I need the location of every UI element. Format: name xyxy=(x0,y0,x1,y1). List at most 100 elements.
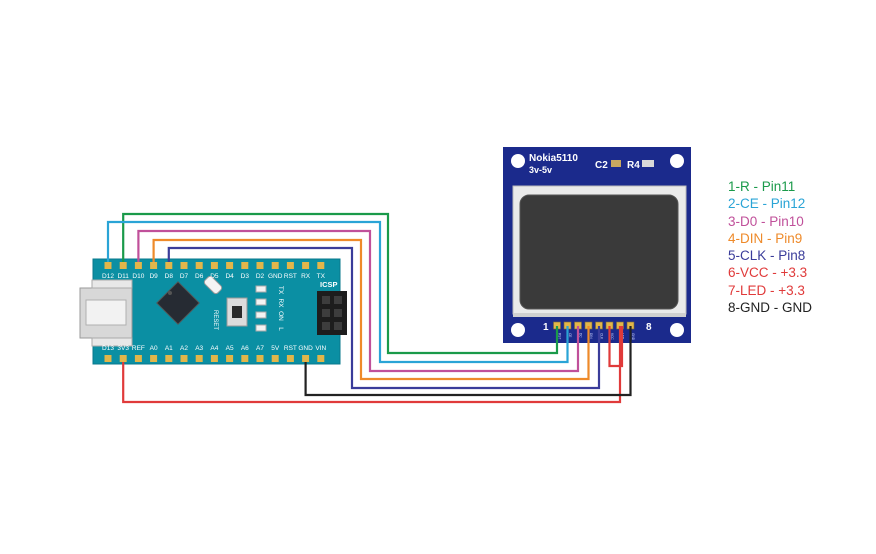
icsp-label: ICSP xyxy=(320,280,338,289)
header-pin xyxy=(150,355,158,362)
header-pin xyxy=(210,262,218,269)
mount-hole xyxy=(511,154,525,168)
mount-hole xyxy=(670,323,684,337)
header-pin xyxy=(195,355,203,362)
led-label: L xyxy=(277,327,284,331)
usb-connector xyxy=(79,279,133,347)
header-pin xyxy=(286,355,294,362)
top-pin-label: D11 xyxy=(117,273,129,280)
lcd-pin-mark: VCC xyxy=(610,333,614,340)
bottom-pin-label: A1 xyxy=(165,345,173,352)
header-pin xyxy=(271,355,279,362)
icsp-header xyxy=(317,291,347,335)
icsp-pin xyxy=(334,322,342,330)
wire-pin4-din xyxy=(152,238,590,381)
top-pin-label: GND xyxy=(268,273,283,280)
header-pin xyxy=(256,355,264,362)
legend-entry: 7-LED - +3.3 xyxy=(728,282,805,298)
wire-pin5-clk xyxy=(167,246,601,390)
top-pin-label: D12 xyxy=(102,273,114,280)
lcd-pin-mark: DIN xyxy=(589,333,593,339)
top-pin-label: RX xyxy=(301,273,311,280)
wire-pin2-ce xyxy=(106,220,569,364)
pin-eight-label: 8 xyxy=(646,322,652,333)
top-pin-label: TX xyxy=(317,273,326,280)
header-pin xyxy=(150,262,158,269)
c2-label: C2 xyxy=(595,160,608,171)
legend-entry: 5-CLK - Pin8 xyxy=(728,248,806,264)
header-pin xyxy=(241,262,249,269)
header-pin xyxy=(195,262,203,269)
top-pin-label: D10 xyxy=(132,273,144,280)
led-label: ON xyxy=(277,311,284,321)
top-pin-label: D5 xyxy=(210,273,219,280)
wire-pin3-dc xyxy=(137,229,580,373)
header-pin xyxy=(286,262,294,269)
pin-one-label: 1 xyxy=(543,322,549,333)
icsp-pin xyxy=(322,322,330,330)
wire-pin7-led xyxy=(122,326,622,404)
legend-entry: 2-CE - Pin12 xyxy=(728,196,806,212)
legend-entry: 6-VCC - +3.3 xyxy=(728,265,808,281)
icsp-pin xyxy=(322,309,330,317)
top-pin-label: RST xyxy=(284,273,297,280)
led-label: RX xyxy=(277,298,284,308)
bottom-pin-label: A7 xyxy=(256,345,264,352)
header-pin xyxy=(241,355,249,362)
header-pin xyxy=(180,355,188,362)
crystal xyxy=(203,275,223,295)
top-pin-label: D8 xyxy=(165,273,174,280)
bottom-pin-label: A6 xyxy=(241,345,249,352)
mount-hole xyxy=(511,323,525,337)
header-pin xyxy=(134,355,142,362)
bottom-pin-label: 3V3 xyxy=(117,345,129,352)
microcontroller-chip xyxy=(156,281,200,325)
mount-hole xyxy=(670,154,684,168)
bottom-pin-label: A0 xyxy=(150,345,158,352)
lcd-pin-mark: CE xyxy=(568,333,572,337)
header-pin xyxy=(317,355,325,362)
lcd-pin-mark: DC xyxy=(579,333,583,338)
legend-entry: 1-R - Pin11 xyxy=(728,179,796,194)
board-pcb xyxy=(92,258,341,365)
c2-component xyxy=(611,160,621,167)
lcd-voltage-label: 3v-5v xyxy=(529,165,552,175)
bottom-pin-label: GND xyxy=(298,345,313,352)
status-led xyxy=(255,324,267,332)
header-pin xyxy=(134,262,142,269)
top-pin-label: D7 xyxy=(180,273,189,280)
header-pin xyxy=(256,262,264,269)
lcd-pin-mark: CLK xyxy=(600,333,604,340)
reset-label: RESET xyxy=(212,310,218,330)
top-pin-label: D4 xyxy=(225,273,234,280)
bottom-pin-label: A3 xyxy=(195,345,203,352)
icsp-pin xyxy=(322,296,330,304)
lcd-frame-edge xyxy=(513,313,686,317)
bottom-pin-label: RST xyxy=(284,345,297,352)
status-led xyxy=(255,298,267,306)
wire-pin6-vcc xyxy=(608,326,624,368)
bottom-pin-label: A4 xyxy=(210,345,218,352)
lcd-pin-mark: RST xyxy=(558,333,562,339)
legend-entry: 8-GND - GND xyxy=(728,300,812,316)
lcd-pin-mark: GND xyxy=(631,333,635,341)
bottom-pin-label: 5V xyxy=(271,345,280,352)
header-pin xyxy=(317,262,325,269)
header-pin xyxy=(165,355,173,362)
lcd-screen xyxy=(519,194,679,310)
header-pin xyxy=(302,262,310,269)
header-pin xyxy=(210,355,218,362)
header-pin xyxy=(180,262,188,269)
legend-entry: 4-DIN - Pin9 xyxy=(728,230,803,246)
status-led xyxy=(255,285,267,293)
top-pin-label: D9 xyxy=(149,273,158,280)
lcd-model-label: Nokia5110 xyxy=(529,153,578,164)
wire-pin8-gnd xyxy=(304,326,632,397)
top-pin-label: D3 xyxy=(241,273,250,280)
